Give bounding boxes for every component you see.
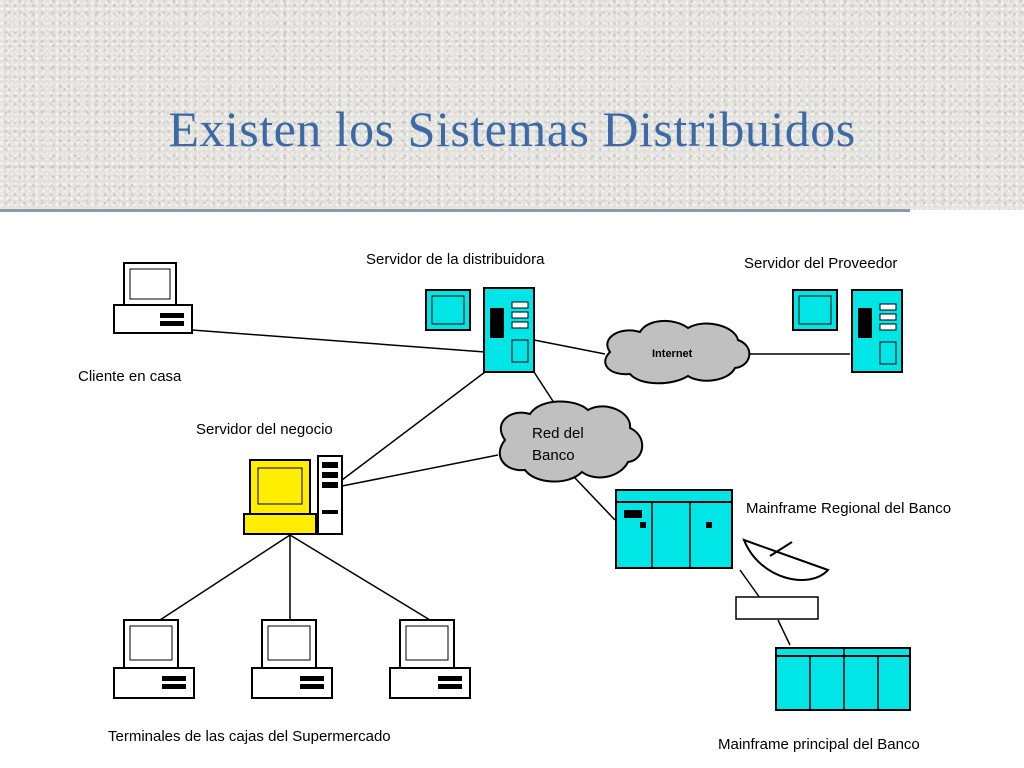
label-cliente: Cliente en casa — [78, 368, 182, 385]
label-terminales: Terminales de las cajas del Supermercado — [108, 728, 391, 745]
label-negocio: Servidor del negocio — [196, 421, 333, 438]
terminal-computer-icon — [113, 619, 195, 699]
satellite-dish-icon — [735, 538, 830, 620]
label-distribuidora: Servidor de la distribuidora — [366, 251, 545, 268]
regional-mainframe-icon — [615, 489, 733, 569]
label-internet: Internet — [652, 348, 693, 360]
label-red-banco-2: Banco — [532, 447, 575, 464]
label-proveedor: Servidor del Proveedor — [744, 255, 897, 272]
slide-header: Existen los Sistemas Distribuidos — [0, 0, 1024, 210]
title-divider — [0, 209, 910, 212]
home-client-computer-icon — [113, 262, 193, 334]
label-mainframe-regional: Mainframe Regional del Banco — [746, 500, 951, 517]
main-mainframe-icon — [775, 647, 911, 711]
distributed-systems-diagram: Cliente en casa Servidor de la distribui… — [78, 251, 951, 753]
slide-title: Existen los Sistemas Distribuidos — [168, 101, 856, 157]
terminal-computer-icon — [251, 619, 333, 699]
business-server-icon — [243, 455, 343, 535]
label-mainframe-principal: Mainframe principal del Banco — [718, 736, 920, 753]
terminal-computer-icon — [389, 619, 471, 699]
bank-network-cloud-icon — [498, 400, 644, 483]
label-red-banco-1: Red del — [532, 425, 584, 442]
internet-cloud-icon — [604, 320, 751, 385]
provider-server-icon — [792, 289, 903, 373]
distributor-server-icon — [425, 287, 535, 373]
